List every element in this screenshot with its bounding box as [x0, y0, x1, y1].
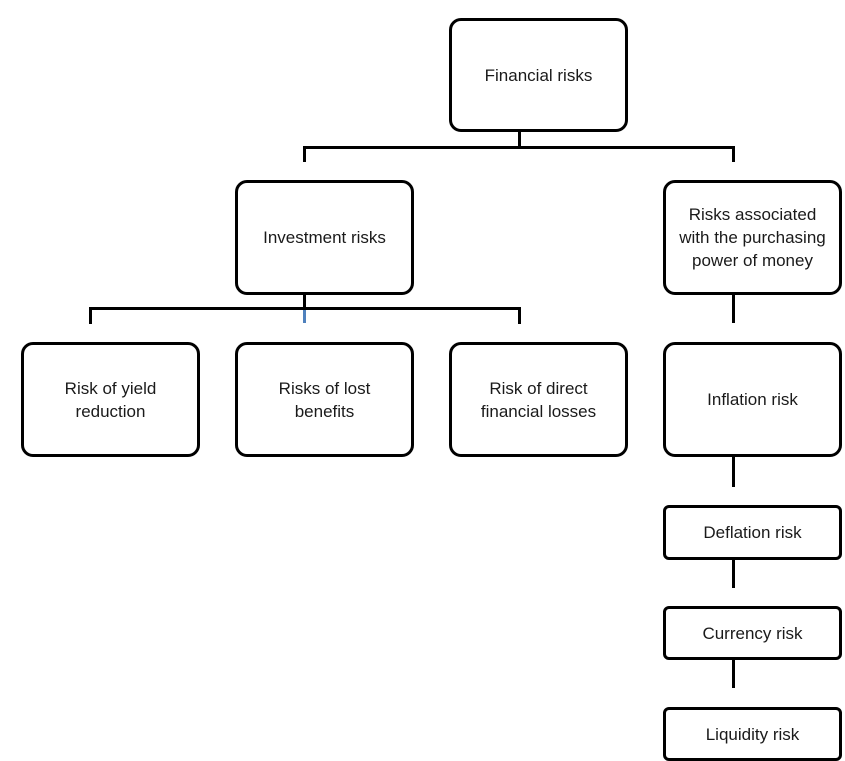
- node-liquidity: Liquidity risk: [663, 707, 842, 761]
- node-inflation: Inflation risk: [663, 342, 842, 457]
- connector-level2-bar: [89, 307, 521, 310]
- node-deflation-label: Deflation risk: [703, 523, 802, 542]
- connector-to-investment: [303, 146, 306, 162]
- connector-inflation-to-deflation: [732, 455, 735, 487]
- node-investment-risks: Investment risks: [235, 180, 414, 295]
- connector-to-yield: [89, 307, 92, 324]
- node-purchasing-power-risks: Risks associated with the purchasing pow…: [663, 180, 842, 295]
- node-financial-risks-label: Financial risks: [484, 65, 593, 85]
- connector-to-purchasing-power: [732, 146, 735, 162]
- node-direct-losses: Risk of direct financial losses: [449, 342, 628, 457]
- node-lost-benefits: Risks of lost benefits: [235, 342, 414, 457]
- connector-accent-stub: [303, 309, 306, 323]
- connector-root-down: [518, 130, 521, 148]
- node-direct-losses-label: Risk of direct financial losses: [480, 378, 597, 421]
- node-yield-reduction-label: Risk of yield reduction: [64, 378, 157, 421]
- node-inflation-label: Inflation risk: [707, 390, 798, 409]
- node-yield-reduction: Risk of yield reduction: [21, 342, 200, 457]
- node-lost-benefits-label: Risks of lost benefits: [278, 378, 371, 421]
- connector-level1-bar: [303, 146, 735, 149]
- connector-currency-to-liquidity: [732, 658, 735, 688]
- node-financial-risks: Financial risks: [449, 18, 628, 132]
- node-currency-label: Currency risk: [702, 623, 803, 643]
- connector-investment-down: [303, 293, 306, 309]
- node-purchasing-power-risks-label: Risks associated with the purchasing pow…: [679, 205, 826, 270]
- node-investment-risks-label: Investment risks: [263, 228, 386, 247]
- connector-to-direct-losses: [518, 307, 521, 324]
- connector-deflation-to-currency: [732, 558, 735, 588]
- connector-purchasing-to-inflation: [732, 293, 735, 323]
- node-liquidity-label: Liquidity risk: [705, 724, 800, 744]
- node-deflation: Deflation risk: [663, 505, 842, 560]
- node-currency: Currency risk: [663, 606, 842, 660]
